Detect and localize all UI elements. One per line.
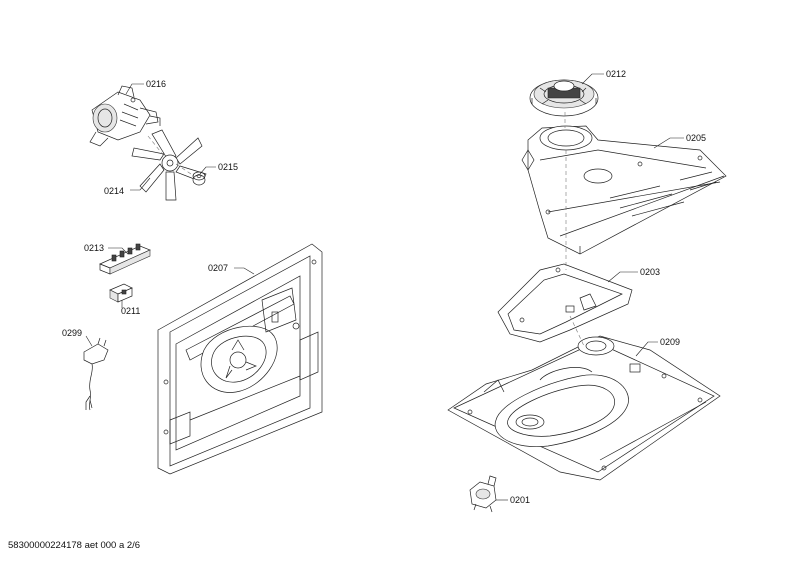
part-labels: 0216 0214 0215 0213 0211 0299 0207 0212 … xyxy=(62,69,706,505)
rear-panel-part[interactable] xyxy=(157,243,323,475)
label-0215: 0215 xyxy=(218,162,238,172)
connector-part[interactable] xyxy=(109,283,133,303)
nut-part[interactable] xyxy=(192,171,206,186)
fan-blade-part[interactable] xyxy=(131,129,207,201)
mains-cable-part[interactable] xyxy=(83,337,109,411)
label-0213: 0213 xyxy=(84,243,104,253)
label-0216: 0216 xyxy=(146,79,166,89)
label-0209: 0209 xyxy=(660,337,680,347)
label-0211: 0211 xyxy=(121,306,140,316)
fan-housing-part[interactable] xyxy=(521,125,727,255)
lamp-holder-part[interactable] xyxy=(469,475,497,513)
terminal-block-part[interactable] xyxy=(99,243,151,275)
assembly-axis-lines xyxy=(147,112,585,347)
document-footer: 58300000224178 aet 000 a 2/6 xyxy=(8,540,141,551)
fan-wheel-part[interactable] xyxy=(529,79,599,117)
insulation-plate-part[interactable] xyxy=(497,263,633,343)
label-0214: 0214 xyxy=(104,186,124,196)
label-0207: 0207 xyxy=(208,263,228,273)
label-0201: 0201 xyxy=(510,495,530,505)
cavity-top-part[interactable] xyxy=(447,335,721,481)
label-0203: 0203 xyxy=(640,267,660,277)
label-0205: 0205 xyxy=(686,133,706,143)
label-0212: 0212 xyxy=(606,69,626,79)
fan-motor-part[interactable] xyxy=(89,85,161,147)
label-0299: 0299 xyxy=(62,328,82,338)
leader-lines xyxy=(85,73,684,501)
